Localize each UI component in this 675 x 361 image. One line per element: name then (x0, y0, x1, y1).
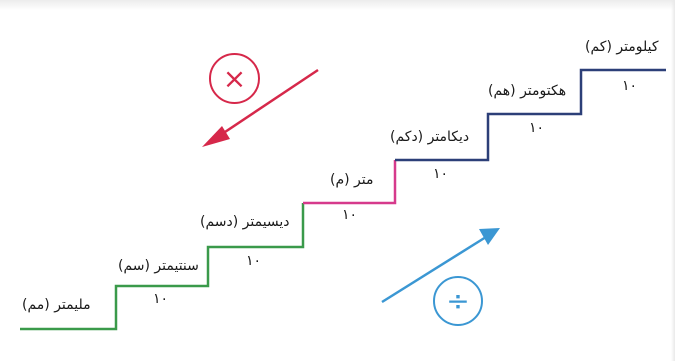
factor-centimeter: ۱۰ (153, 291, 169, 307)
factor-hectometer: ۱۰ (529, 120, 545, 136)
factor-decameter: ۱۰ (433, 166, 449, 182)
stairs-magenta (303, 160, 397, 205)
label-decameter: دیکامتر (دکم) (390, 129, 470, 145)
label-kilometer: کیلومتر (کم) (585, 39, 659, 55)
top-shadow (0, 0, 675, 10)
label-decimeter: دیسیمتر (دسم) (200, 214, 290, 230)
factor-meter: ۱۰ (342, 207, 358, 223)
label-centimeter: سنتیمتر (سم) (118, 258, 199, 274)
divide-arrow (381, 228, 500, 304)
stairs-navy (395, 68, 666, 162)
factor-kilometer: ۱۰ (622, 78, 638, 94)
right-edge-shadow (671, 0, 675, 361)
divide-icon: ÷ (433, 276, 483, 326)
multiply-arrow (202, 68, 319, 147)
stairs-green (20, 203, 305, 331)
factor-decimeter: ۱۰ (246, 253, 262, 269)
label-millimeter: ملیمتر (مم) (22, 297, 91, 313)
label-hectometer: هکتومتر (هم) (488, 83, 567, 99)
multiply-icon: × (209, 53, 260, 104)
label-meter: متر (م) (330, 172, 374, 188)
